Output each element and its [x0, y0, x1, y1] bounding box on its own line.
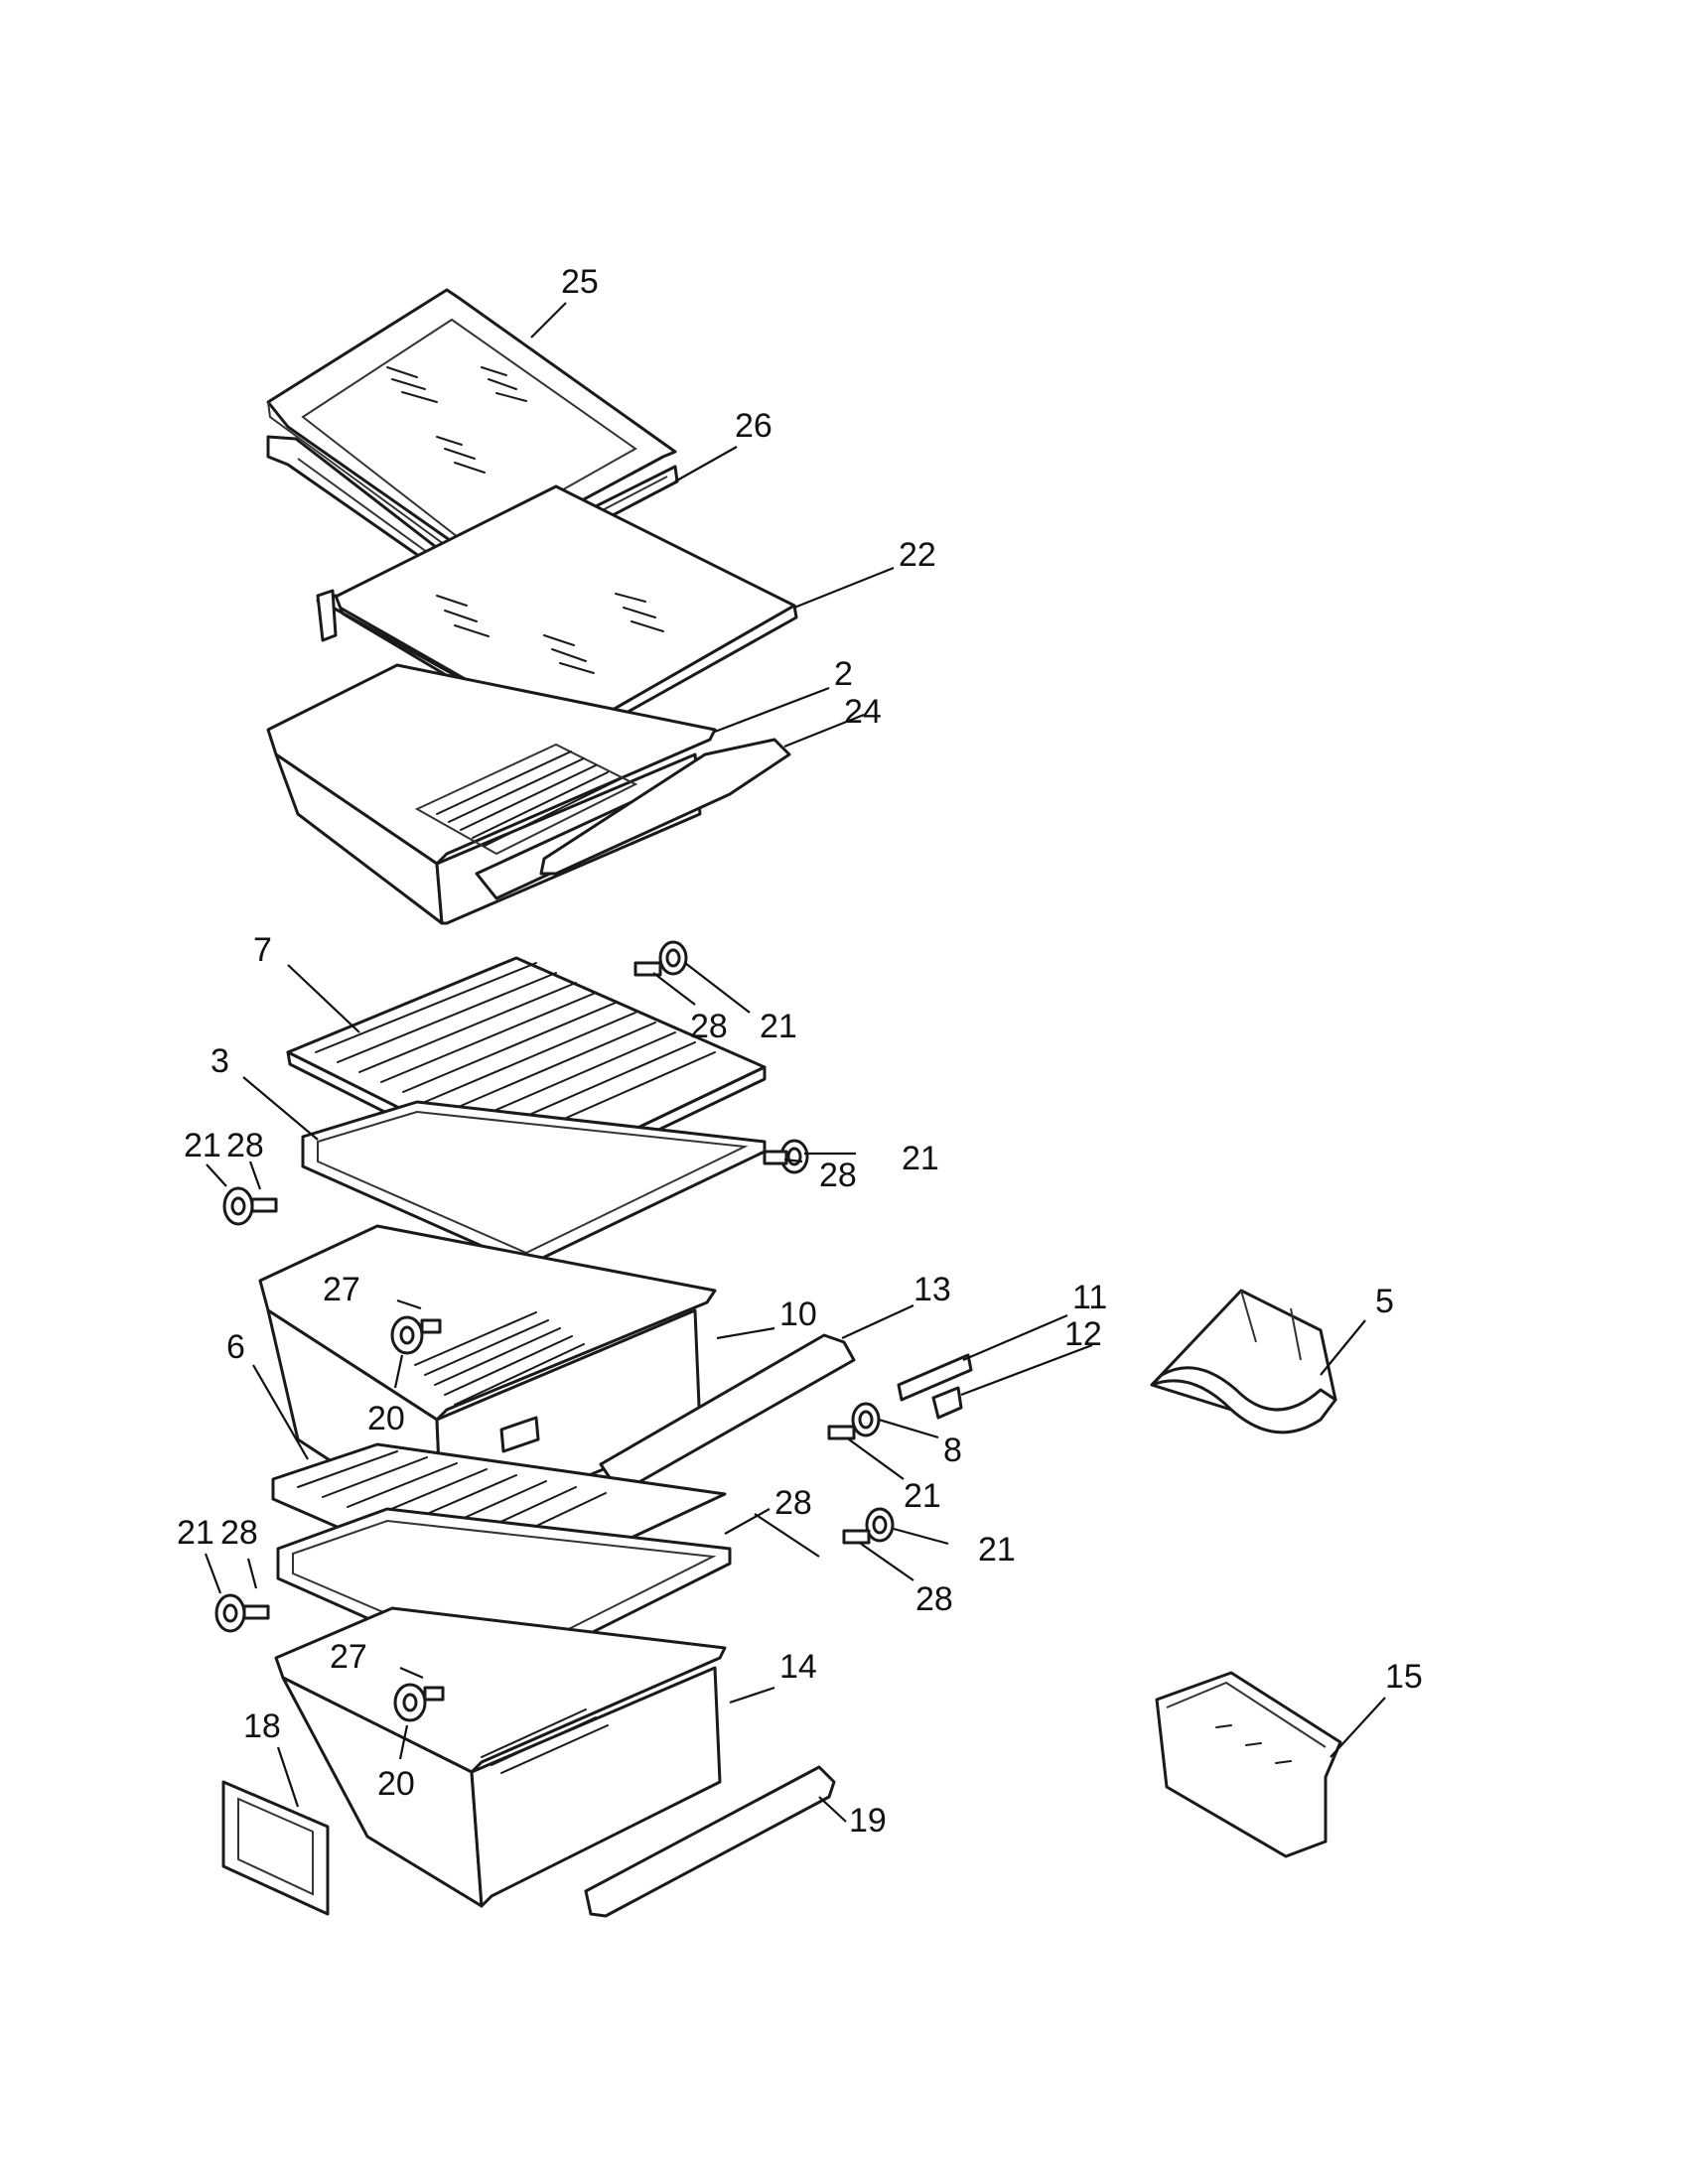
label-2: 2 [834, 655, 853, 693]
part-18-label-holder [221, 1780, 330, 1916]
part-28-screw-right [763, 1150, 788, 1165]
label-10: 10 [779, 1296, 817, 1333]
part-28-screw-mid [827, 1425, 856, 1440]
label-24: 24 [844, 693, 882, 731]
part-21-roller-top [658, 940, 688, 976]
part-21-roller-mid [851, 1402, 881, 1437]
part-20-roller-upper [390, 1315, 424, 1355]
part-19-drawer-trim [584, 1765, 836, 1918]
label-11: 11 [1072, 1279, 1107, 1316]
label-18: 18 [243, 1707, 281, 1745]
part-21-roller-left [222, 1186, 254, 1226]
part-14-lower-drawer [274, 1606, 727, 1908]
part-20-roller-lower [393, 1683, 427, 1722]
part-25-glass-shelf [266, 288, 677, 563]
part-28-screw-top [633, 961, 662, 977]
label-14: 14 [779, 1648, 817, 1686]
label-20a: 20 [367, 1400, 405, 1437]
part-5-bottle-holder [1150, 1289, 1337, 1434]
part-24-crisper-cover-trim [539, 738, 791, 876]
label-5: 5 [1375, 1283, 1394, 1320]
label-28a: 28 [690, 1008, 728, 1045]
bin-clips [1215, 1724, 1292, 1764]
crisper-grille [436, 751, 621, 847]
part-12-clip [931, 1386, 963, 1420]
label-28d: 28 [220, 1514, 258, 1552]
label-21a: 21 [760, 1008, 797, 1045]
label-28e: 21 [904, 1477, 941, 1515]
part-28-screw-left [250, 1197, 278, 1213]
part-27-screw-lower [423, 1686, 445, 1702]
part-8-lower-frame [276, 1507, 732, 1680]
leader-lines [204, 302, 1386, 1823]
label-28b: 28 [819, 1157, 857, 1194]
fasteners [214, 940, 895, 1722]
label-25: 25 [561, 263, 599, 301]
part-28-screw-lower-right [842, 1529, 871, 1545]
label-27b: 27 [330, 1638, 367, 1676]
label-28c: 28 [226, 1127, 264, 1164]
label-21f: 21 [978, 1531, 1016, 1569]
label-13: 13 [913, 1271, 951, 1308]
label-21d: 21 [177, 1514, 214, 1552]
label-28f: 28 [915, 1580, 953, 1618]
part-21-roller-lower-right [865, 1507, 895, 1543]
part-21-roller-lower-left [214, 1593, 246, 1633]
part-15-bin [1155, 1671, 1342, 1858]
glass-reflection-marks [436, 593, 664, 674]
label-21b: 21 [902, 1140, 939, 1177]
part-11-slide [897, 1353, 973, 1402]
label-21c: 21 [184, 1127, 221, 1164]
glass-reflection-marks [386, 366, 527, 474]
label-21e: 8 [943, 1432, 962, 1469]
part-28-screw-lower-left [242, 1604, 270, 1620]
crisper-grille [414, 1311, 585, 1406]
label-22: 22 [899, 536, 936, 574]
label-12: 12 [1064, 1315, 1102, 1353]
label-26: 26 [735, 407, 772, 445]
label-6: 6 [226, 1328, 245, 1366]
label-7: 7 [253, 931, 272, 969]
label-27a: 27 [323, 1271, 360, 1308]
label-8: 28 [774, 1484, 812, 1522]
label-20b: 20 [377, 1765, 415, 1803]
label-15: 15 [1385, 1658, 1423, 1696]
crisper-grille [481, 1708, 609, 1774]
part-27-screw-upper [420, 1318, 442, 1334]
label-3: 3 [210, 1042, 229, 1080]
label-19: 19 [849, 1802, 887, 1840]
callout-labels: 25 26 22 2 24 7 28 21 3 21 28 21 28 27 1… [177, 263, 1423, 1840]
